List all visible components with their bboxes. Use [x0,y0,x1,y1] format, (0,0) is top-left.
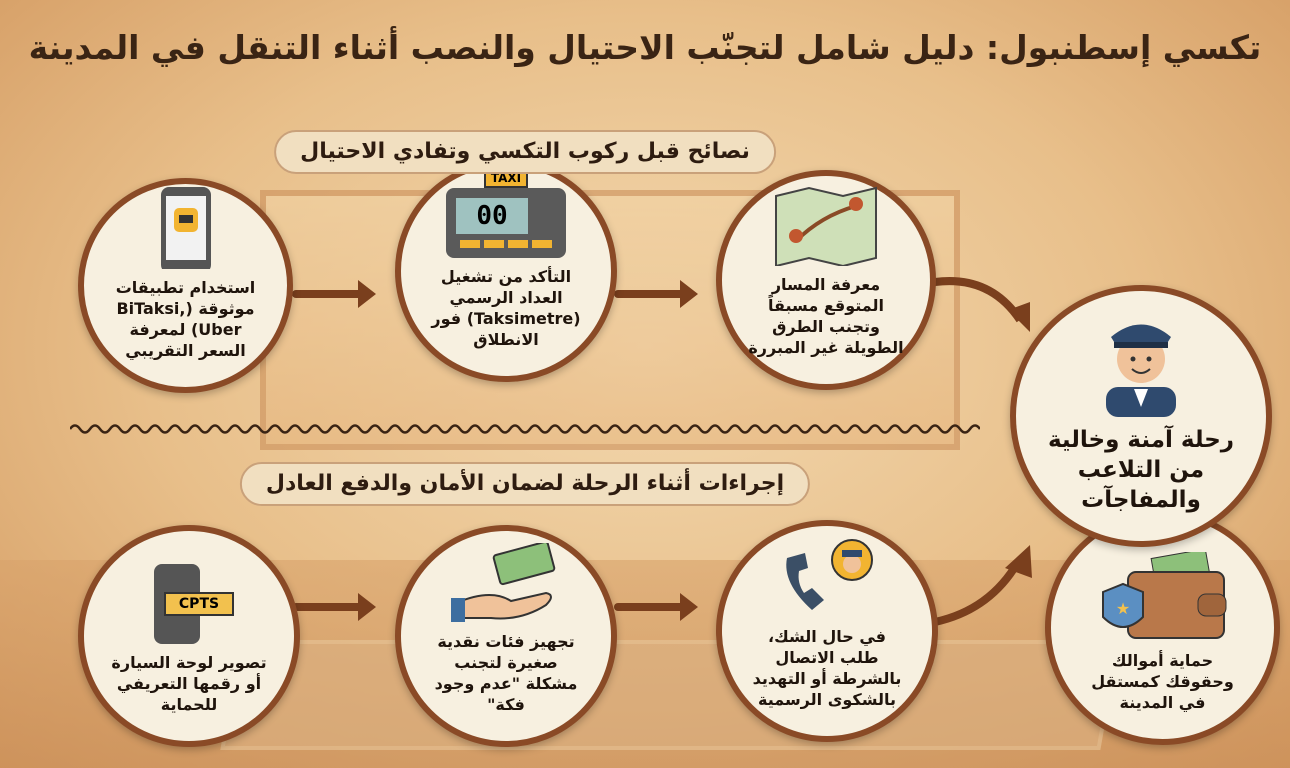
step-card-call-police: في حال الشك، طلب الاتصال بالشرطة أو الته… [716,520,938,742]
outcome-card-protection: ★ حماية أموالك وحقوقك كمستقل في المدينة [1045,510,1280,745]
step-card-plate-photo: CPTS تصوير لوحة السيارة أو رقمها التعريف… [78,525,300,747]
driver-icon [1106,324,1176,417]
step-text: في حال الشك، طلب الاتصال بالشرطة أو الته… [752,627,902,709]
smartphone-taxi-app-icon [160,187,211,269]
map-route-icon [775,186,877,266]
step-text: معرفة المسار المتوقع مسبقاً وتجنب الطرق … [748,275,904,357]
phone-police-icon [786,539,873,610]
arrow-right [292,280,376,308]
license-plate: CPTS [164,592,234,616]
outcome-text: حماية أموالك وحقوقك كمستقل في المدينة [1091,651,1234,712]
arrow-right [614,593,698,621]
step-text: تجهيز فئات نقدية صغيرة لتجنب مشكلة "عدم … [434,632,578,714]
background-rug [220,640,1120,750]
arrow-right [614,280,698,308]
wavy-divider [70,424,980,434]
curved-arrow-to-outcome [934,545,1032,626]
step-text: استخدام تطبيقات موثوقة (BiTaksi, Uber) ل… [115,278,256,360]
cash-hand-icon [451,543,556,622]
section-heading-before: نصائح قبل ركوب التكسي وتفادي الاحتيال [274,130,776,174]
taxi-meter-icon: TAXI 00 [446,168,566,258]
svg-text:★: ★ [1115,599,1129,618]
meter-display: 00 [456,198,528,234]
outcome-card-safe-trip: رحلة آمنة وخالية من التلاعب والمفاجآت [1010,285,1272,547]
arrow-right [292,593,376,621]
page-title: تكسي إسطنبول: دليل شامل لتجنّب الاحتيال … [28,28,1262,67]
wallet-badge-icon: ★ [1101,552,1226,639]
curved-arrow-to-outcome [934,277,1030,332]
step-card-route: معرفة المسار المتوقع مسبقاً وتجنب الطرق … [716,170,936,390]
outcome-text: رحلة آمنة وخالية من التلاعب والمفاجآت [1047,427,1235,513]
step-card-small-cash: تجهيز فئات نقدية صغيرة لتجنب مشكلة "عدم … [395,525,617,747]
step-card-trusted-apps: استخدام تطبيقات موثوقة (BiTaksi, Uber) ل… [78,178,293,393]
step-text: التأكد من تشغيل العداد الرسمي (Taksimetr… [431,267,581,349]
step-text: تصوير لوحة السيارة أو رقمها التعريفي للح… [111,653,267,714]
step-card-taxi-meter: TAXI 00 التأكد من تشغيل العداد الرسمي (T… [395,160,617,382]
section-heading-during: إجراءات أثناء الرحلة لضمان الأمان والدفع… [239,462,811,506]
license-plate-photo-icon: CPTS [144,564,234,644]
